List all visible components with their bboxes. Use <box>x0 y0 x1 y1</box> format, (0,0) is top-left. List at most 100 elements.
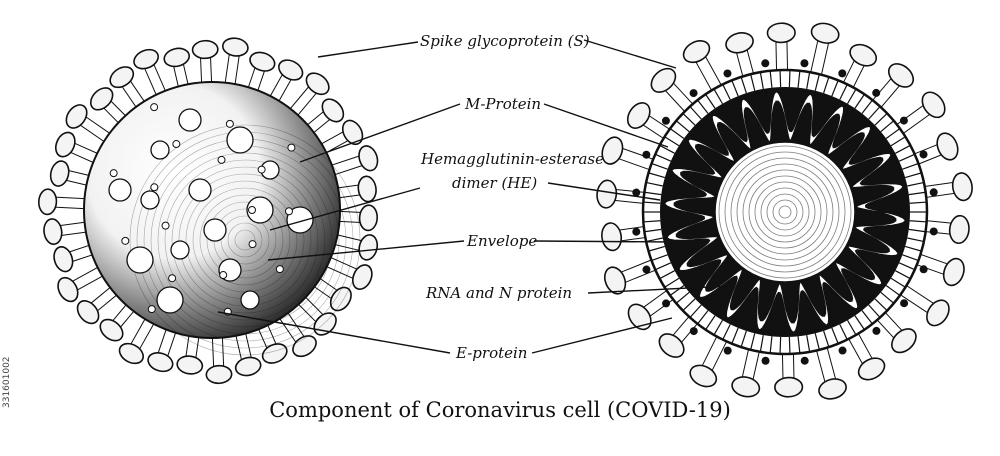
membrane-hatch <box>788 336 791 353</box>
surface-dot <box>287 143 296 152</box>
spike-exterior-head <box>163 47 191 68</box>
membrane-hatch <box>909 220 926 223</box>
virion-exterior <box>37 37 379 385</box>
spike-section-head <box>689 364 718 388</box>
spike-section-head <box>891 328 917 354</box>
surface-protein <box>203 218 227 242</box>
membrane-hatch <box>660 270 675 279</box>
membrane-protein <box>761 59 770 68</box>
spike-section-head <box>682 40 711 64</box>
membrane-hatch <box>823 77 830 94</box>
membrane-hatch <box>907 182 924 187</box>
membrane-hatch <box>797 336 801 353</box>
membrane-hatching <box>632 59 938 365</box>
membrane-protein <box>661 116 670 125</box>
membrane-hatch <box>874 113 887 126</box>
surface-protein <box>170 240 190 260</box>
label-envelope: Envelope <box>467 232 538 250</box>
membrane-hatch <box>676 291 690 304</box>
membrane-hatch <box>769 71 773 88</box>
membrane-hatch <box>788 71 791 88</box>
membrane-hatch <box>902 254 918 261</box>
membrane-hatch <box>907 237 924 242</box>
membrane-hatch <box>670 128 685 140</box>
membrane-hatch <box>750 75 756 91</box>
label-rna-n-protein: RNA and N protein <box>426 284 573 302</box>
spike-section-head <box>650 67 677 93</box>
spike-exterior-head <box>278 59 304 81</box>
membrane-hatch <box>670 284 685 296</box>
membrane-hatch <box>797 71 801 88</box>
exterior-ring <box>157 152 333 328</box>
spike-section-head <box>725 32 754 54</box>
membrane-protein <box>929 188 938 197</box>
membrane-hatch <box>713 89 724 105</box>
membrane-hatch <box>646 182 663 187</box>
membrane-protein <box>919 150 928 159</box>
core-ring <box>742 169 828 255</box>
rna-coil <box>663 90 907 334</box>
surface-dot <box>219 271 228 280</box>
membrane-hatch <box>644 220 661 223</box>
spike-exterior-head <box>57 276 79 303</box>
membrane-hatch <box>676 120 690 133</box>
membrane-hatch <box>779 336 782 353</box>
leader-spike-left <box>317 41 419 58</box>
leader-e-left <box>217 311 451 354</box>
surface-dot <box>109 169 118 178</box>
membrane-hatch <box>705 94 716 109</box>
membrane-hatch <box>722 85 731 100</box>
leader-he-left <box>269 187 421 231</box>
spike-exterior-head <box>76 300 100 325</box>
spike-section-head <box>810 22 840 44</box>
spike-exterior-head <box>118 342 144 365</box>
membrane-hatch <box>649 172 666 179</box>
spike-exterior-head <box>358 145 379 172</box>
spike-exterior-head <box>358 204 379 232</box>
membrane-hatch <box>861 100 873 114</box>
exterior-ring <box>227 222 263 258</box>
membrane-protein <box>662 299 671 308</box>
membrane-hatch <box>839 324 848 339</box>
membrane-hatch <box>652 163 668 170</box>
label-he-line2: dimer (HE) <box>452 174 538 192</box>
surface-protein <box>150 140 170 160</box>
spike-exterior-head <box>357 175 377 203</box>
membrane-protein <box>761 356 770 365</box>
label-e-protein: E-protein <box>456 344 528 362</box>
exterior-surface-proteins <box>108 103 314 316</box>
membrane-hatch <box>814 75 820 91</box>
spike-exterior-head <box>109 66 135 89</box>
membrane-hatch <box>868 106 880 120</box>
membrane-hatch <box>898 262 915 270</box>
spike-section-head <box>601 136 624 165</box>
exterior-ring <box>206 201 284 279</box>
surface-dot <box>248 240 257 249</box>
spike-section-head <box>766 22 796 44</box>
core-ring <box>766 193 804 231</box>
membrane-protein <box>900 299 909 308</box>
membrane-hatch <box>831 81 839 97</box>
core-rings <box>718 145 852 279</box>
spike-exterior-head <box>329 286 352 312</box>
core-ring <box>748 175 822 249</box>
exterior-ring <box>129 124 361 356</box>
membrane-protein <box>723 346 732 355</box>
leader-envelope-left <box>267 240 465 261</box>
membrane-protein <box>872 88 881 97</box>
membrane-hatch <box>831 327 839 343</box>
leader-he-right <box>547 182 661 201</box>
membrane-hatch <box>890 136 905 147</box>
membrane-hatch <box>644 201 661 204</box>
surface-protein <box>108 178 132 202</box>
leader-envelope-right <box>533 240 673 243</box>
membrane-hatch <box>880 291 894 304</box>
spike-section-head <box>921 91 946 119</box>
membrane-hatch <box>895 145 910 154</box>
membrane-hatch <box>655 154 672 162</box>
membrane-hatch <box>655 262 672 270</box>
spike-exterior-head <box>49 160 70 187</box>
membrane-hatch <box>665 277 680 288</box>
membrane-hatch <box>909 201 926 204</box>
